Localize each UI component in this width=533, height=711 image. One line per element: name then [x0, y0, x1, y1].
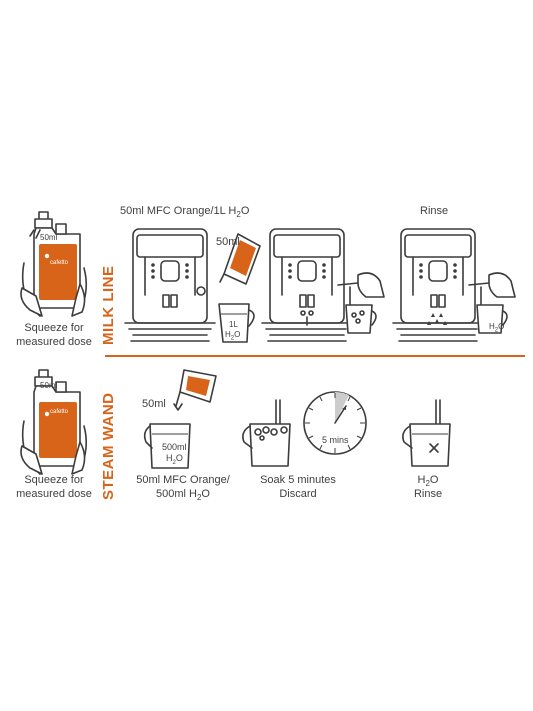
steam-wand-bottle-brand: cafetto — [50, 409, 69, 415]
milk-line-machine-3 — [392, 228, 516, 342]
timer-label: 5 mins — [322, 435, 349, 445]
steam-wand-bottle-caption-2: measured dose — [16, 488, 92, 500]
milk-line-machine-1 — [124, 228, 216, 342]
steam-wand-step2-caption-1: Soak 5 minutes — [260, 474, 336, 486]
steam-wand-bottle-measure: 50ml — [40, 381, 58, 390]
steam-wand-step3-caption-1: H2O — [417, 474, 439, 489]
steam-wand-jug-1 — [143, 423, 191, 469]
steam-wand-pour-bottle — [173, 369, 217, 411]
milk-line-bottle-caption-1: Squeeze for — [24, 322, 84, 334]
steam-wand-jug-label-2: H2O — [166, 453, 183, 466]
milk-line-machine-2 — [261, 228, 385, 342]
steam-wand-pour-label: 50ml — [142, 398, 166, 410]
timer-icon — [303, 391, 367, 455]
section-divider — [105, 355, 525, 357]
steam-wand-step1-caption-2: 500ml H2O — [156, 488, 210, 503]
milk-line-pour-label: 50ml — [216, 236, 240, 248]
steam-wand-soak-jug — [242, 399, 291, 467]
steam-wand-step3-caption-2: Rinse — [413, 488, 443, 500]
milk-line-rinse-jug-label: H2O — [489, 322, 505, 334]
milk-line-jug-label-2: H2O — [225, 330, 241, 342]
steam-wand-bottle-illustration — [20, 369, 88, 475]
milk-line-bottle-measure: 50ml — [40, 233, 58, 242]
milk-line-bottle-caption-2: measured dose — [16, 336, 92, 348]
milk-line-step3-title: Rinse — [420, 205, 449, 217]
steam-wand-step2-caption-2: Discard — [279, 488, 317, 500]
steam-wand-step1-caption-1: 50ml MFC Orange/ — [136, 474, 230, 486]
milk-line-jug-1 — [218, 303, 255, 343]
milk-line-pour-bottle — [219, 233, 261, 285]
milk-line-step1-title: 50ml MFC Orange/1L H2O — [120, 205, 250, 220]
steam-wand-section-label: STEAM WAND — [100, 392, 117, 501]
steam-wand-rinse-jug — [402, 399, 451, 467]
milk-line-jug-label-1: 1L — [229, 320, 238, 329]
milk-line-section-label: MILK LINE — [100, 265, 117, 346]
milk-line-bottle-illustration — [20, 211, 88, 317]
milk-line-bottle-brand: cafetto — [50, 260, 69, 266]
steam-wand-bottle-caption-1: Squeeze for — [24, 474, 84, 486]
steam-wand-jug-label-1: 500ml — [162, 442, 187, 452]
